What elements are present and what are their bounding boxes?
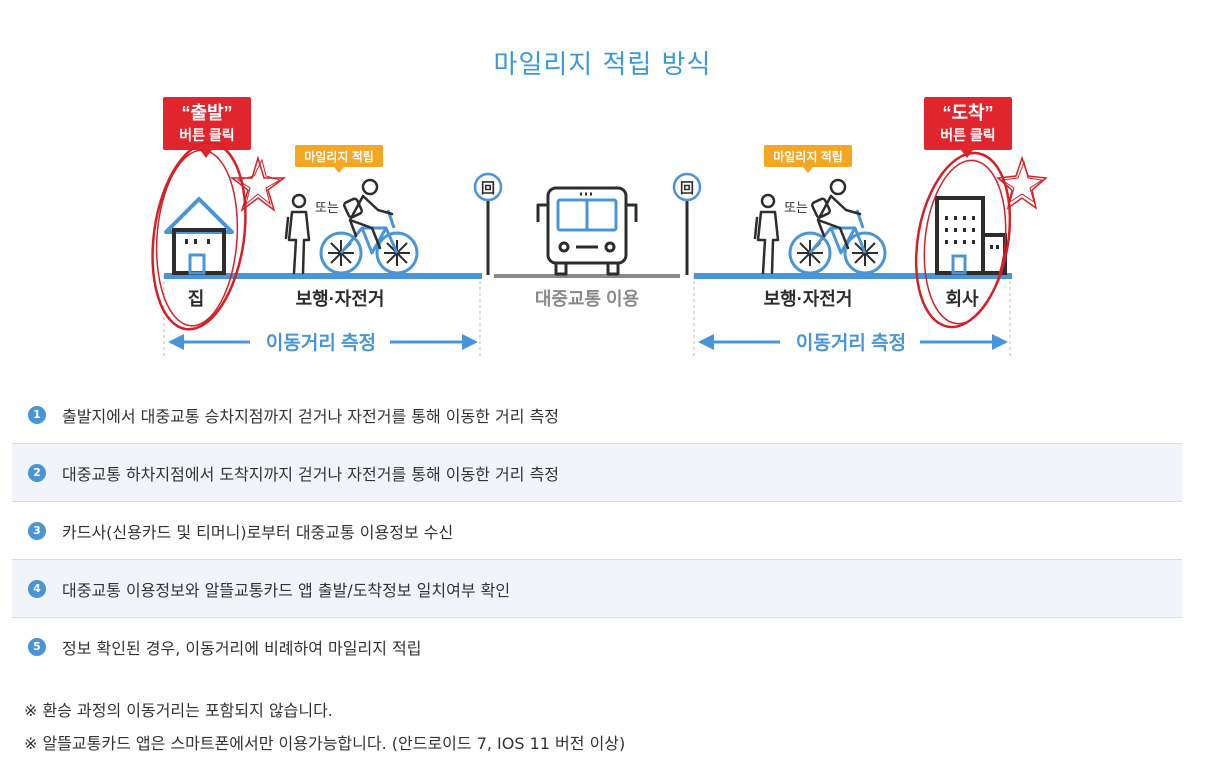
- or-text-left: 또는: [315, 200, 339, 215]
- walk-bike-label-right: 보행·자전거: [764, 289, 853, 309]
- bus-stop-icon-right: 回: [672, 172, 702, 275]
- notes: ※ 환승 과정의 이동거리는 포함되지 않습니다. ※ 알뜰교통카드 앱은 스마…: [24, 694, 625, 760]
- list-item: 1 출발지에서 대중교통 승차지점까지 걷거나 자전거를 통해 이동한 거리 측…: [12, 386, 1182, 444]
- walker-icon: [753, 193, 780, 275]
- step-number-badge: 3: [28, 521, 46, 540]
- ground-line-transit: [494, 274, 680, 278]
- office-building-icon: [935, 196, 1007, 275]
- star-scribble-icon: [229, 155, 287, 212]
- bus-stop-icon-left: 回: [473, 172, 503, 275]
- end-bubble-line2: 버튼 클릭: [940, 127, 995, 143]
- start-button-bubble: “출발” 버튼 클릭: [163, 97, 251, 158]
- star-scribble-icon: [996, 155, 1048, 210]
- end-bubble-line1: “도착”: [942, 103, 993, 123]
- list-item: 2 대중교통 하차지점에서 도착지까지 걷거나 자전거를 통해 이동한 거리 측…: [12, 444, 1182, 502]
- step-number-badge: 5: [28, 637, 46, 656]
- home-label: 집: [188, 289, 205, 309]
- ground-line-right: [694, 273, 1012, 279]
- office-label: 회사: [945, 289, 979, 309]
- start-bubble-line2: 버튼 클릭: [179, 127, 234, 143]
- bicycle-icon: [788, 178, 887, 275]
- bicycle-icon: [319, 178, 419, 275]
- step-text: 대중교통 하차지점에서 도착지까지 걷거나 자전거를 통해 이동한 거리 측정: [62, 464, 560, 484]
- list-item: 4 대중교통 이용정보와 알뜰교통카드 앱 출발/도착정보 일치여부 확인: [12, 560, 1182, 618]
- or-text-right: 또는: [784, 200, 808, 215]
- step-number-badge: 1: [28, 405, 46, 424]
- mileage-tag-right-text: 마일리지 적립: [773, 149, 843, 164]
- walker-icon: [284, 193, 311, 275]
- walk-bike-label-left: 보행·자전거: [296, 289, 385, 309]
- bus-icon: [536, 186, 638, 276]
- measure-arrow-right: 이동거리 측정: [698, 332, 1008, 354]
- ground-line-left: [164, 273, 482, 279]
- note-transfer: ※ 환승 과정의 이동거리는 포함되지 않습니다.: [24, 701, 333, 720]
- start-highlight-scribble: [151, 141, 247, 331]
- mileage-diagram: “출발” 버튼 클릭 “도착” 버튼 클릭 마일리지 적립 또는: [151, 97, 1048, 358]
- mileage-tag-left-text: 마일리지 적립: [304, 149, 374, 164]
- page-title: 마일리지 적립 방식: [493, 50, 712, 80]
- steps-list: 1 출발지에서 대중교통 승차지점까지 걷거나 자전거를 통해 이동한 거리 측…: [12, 386, 1182, 675]
- house-icon: [164, 197, 234, 275]
- mileage-tag-right: 마일리지 적립: [764, 145, 852, 173]
- measure-arrow-left: 이동거리 측정: [168, 332, 478, 354]
- measure-label-left: 이동거리 측정: [266, 332, 376, 354]
- step-number-badge: 2: [28, 463, 46, 482]
- start-bubble-line1: “출발”: [181, 103, 232, 123]
- step-number-badge: 4: [28, 579, 46, 598]
- step-text: 대중교통 이용정보와 알뜰교통카드 앱 출발/도착정보 일치여부 확인: [62, 580, 511, 600]
- note-smartphone: ※ 알뜰교통카드 앱은 스마트폰에서만 이용가능합니다. (안드로이드 7, I…: [24, 734, 626, 753]
- list-item: 3 카드사(신용카드 및 티머니)로부터 대중교통 이용정보 수신: [12, 502, 1182, 560]
- measure-label-right: 이동거리 측정: [796, 332, 906, 354]
- mileage-tag-left: 마일리지 적립: [295, 145, 383, 173]
- bus-stop-glyph-left: 回: [481, 180, 495, 196]
- transit-label: 대중교통 이용: [535, 289, 639, 309]
- bus-stop-glyph-right: 回: [680, 180, 694, 196]
- step-text: 출발지에서 대중교통 승차지점까지 걷거나 자전거를 통해 이동한 거리 측정: [62, 406, 560, 426]
- list-item: 5 정보 확인된 경우, 이동거리에 비례하여 마일리지 적립: [12, 618, 1182, 675]
- step-text: 정보 확인된 경우, 이동거리에 비례하여 마일리지 적립: [62, 638, 422, 658]
- end-highlight-scribble: [914, 151, 1012, 329]
- step-text: 카드사(신용카드 및 티머니)로부터 대중교통 이용정보 수신: [62, 522, 454, 542]
- end-button-bubble: “도착” 버튼 클릭: [924, 97, 1012, 158]
